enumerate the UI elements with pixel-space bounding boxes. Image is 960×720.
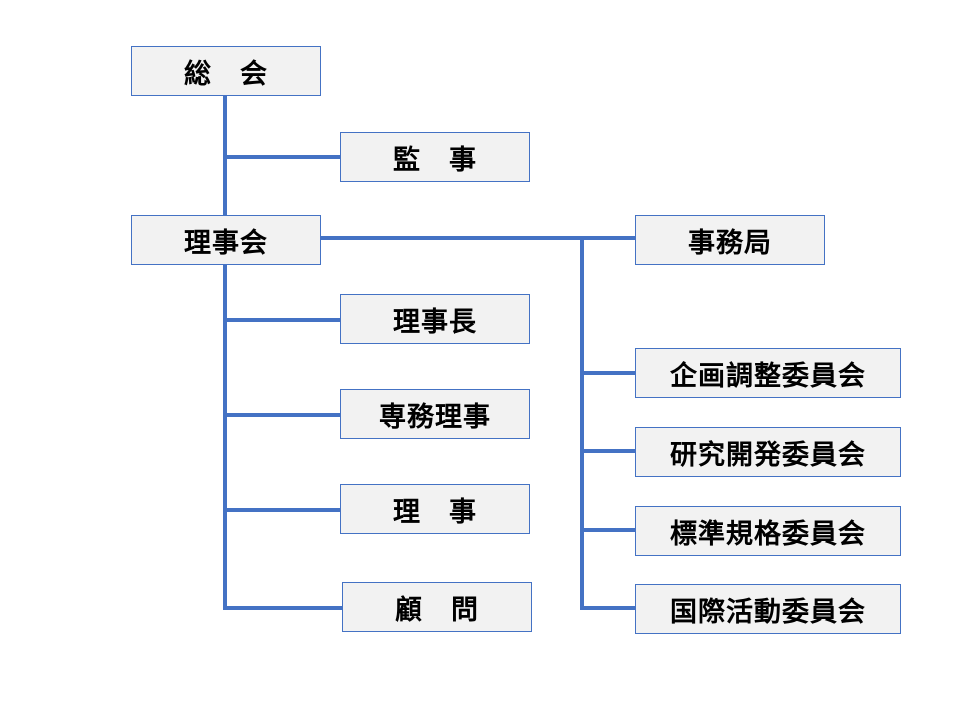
node-chairman: 理事長 (340, 294, 530, 344)
node-auditor: 監 事 (340, 132, 530, 182)
node-advisor: 顧 問 (342, 582, 532, 632)
node-rd-committee: 研究開発委員会 (635, 427, 901, 477)
node-general-assembly: 総 会 (131, 46, 321, 96)
node-managing-director: 専務理事 (340, 389, 530, 439)
node-standards-committee: 標準規格委員会 (635, 506, 901, 556)
node-board: 理事会 (131, 215, 321, 265)
node-international-committee: 国際活動委員会 (635, 584, 901, 634)
node-director: 理 事 (340, 484, 530, 534)
node-planning-committee: 企画調整委員会 (635, 348, 901, 398)
node-secretariat: 事務局 (635, 215, 825, 265)
